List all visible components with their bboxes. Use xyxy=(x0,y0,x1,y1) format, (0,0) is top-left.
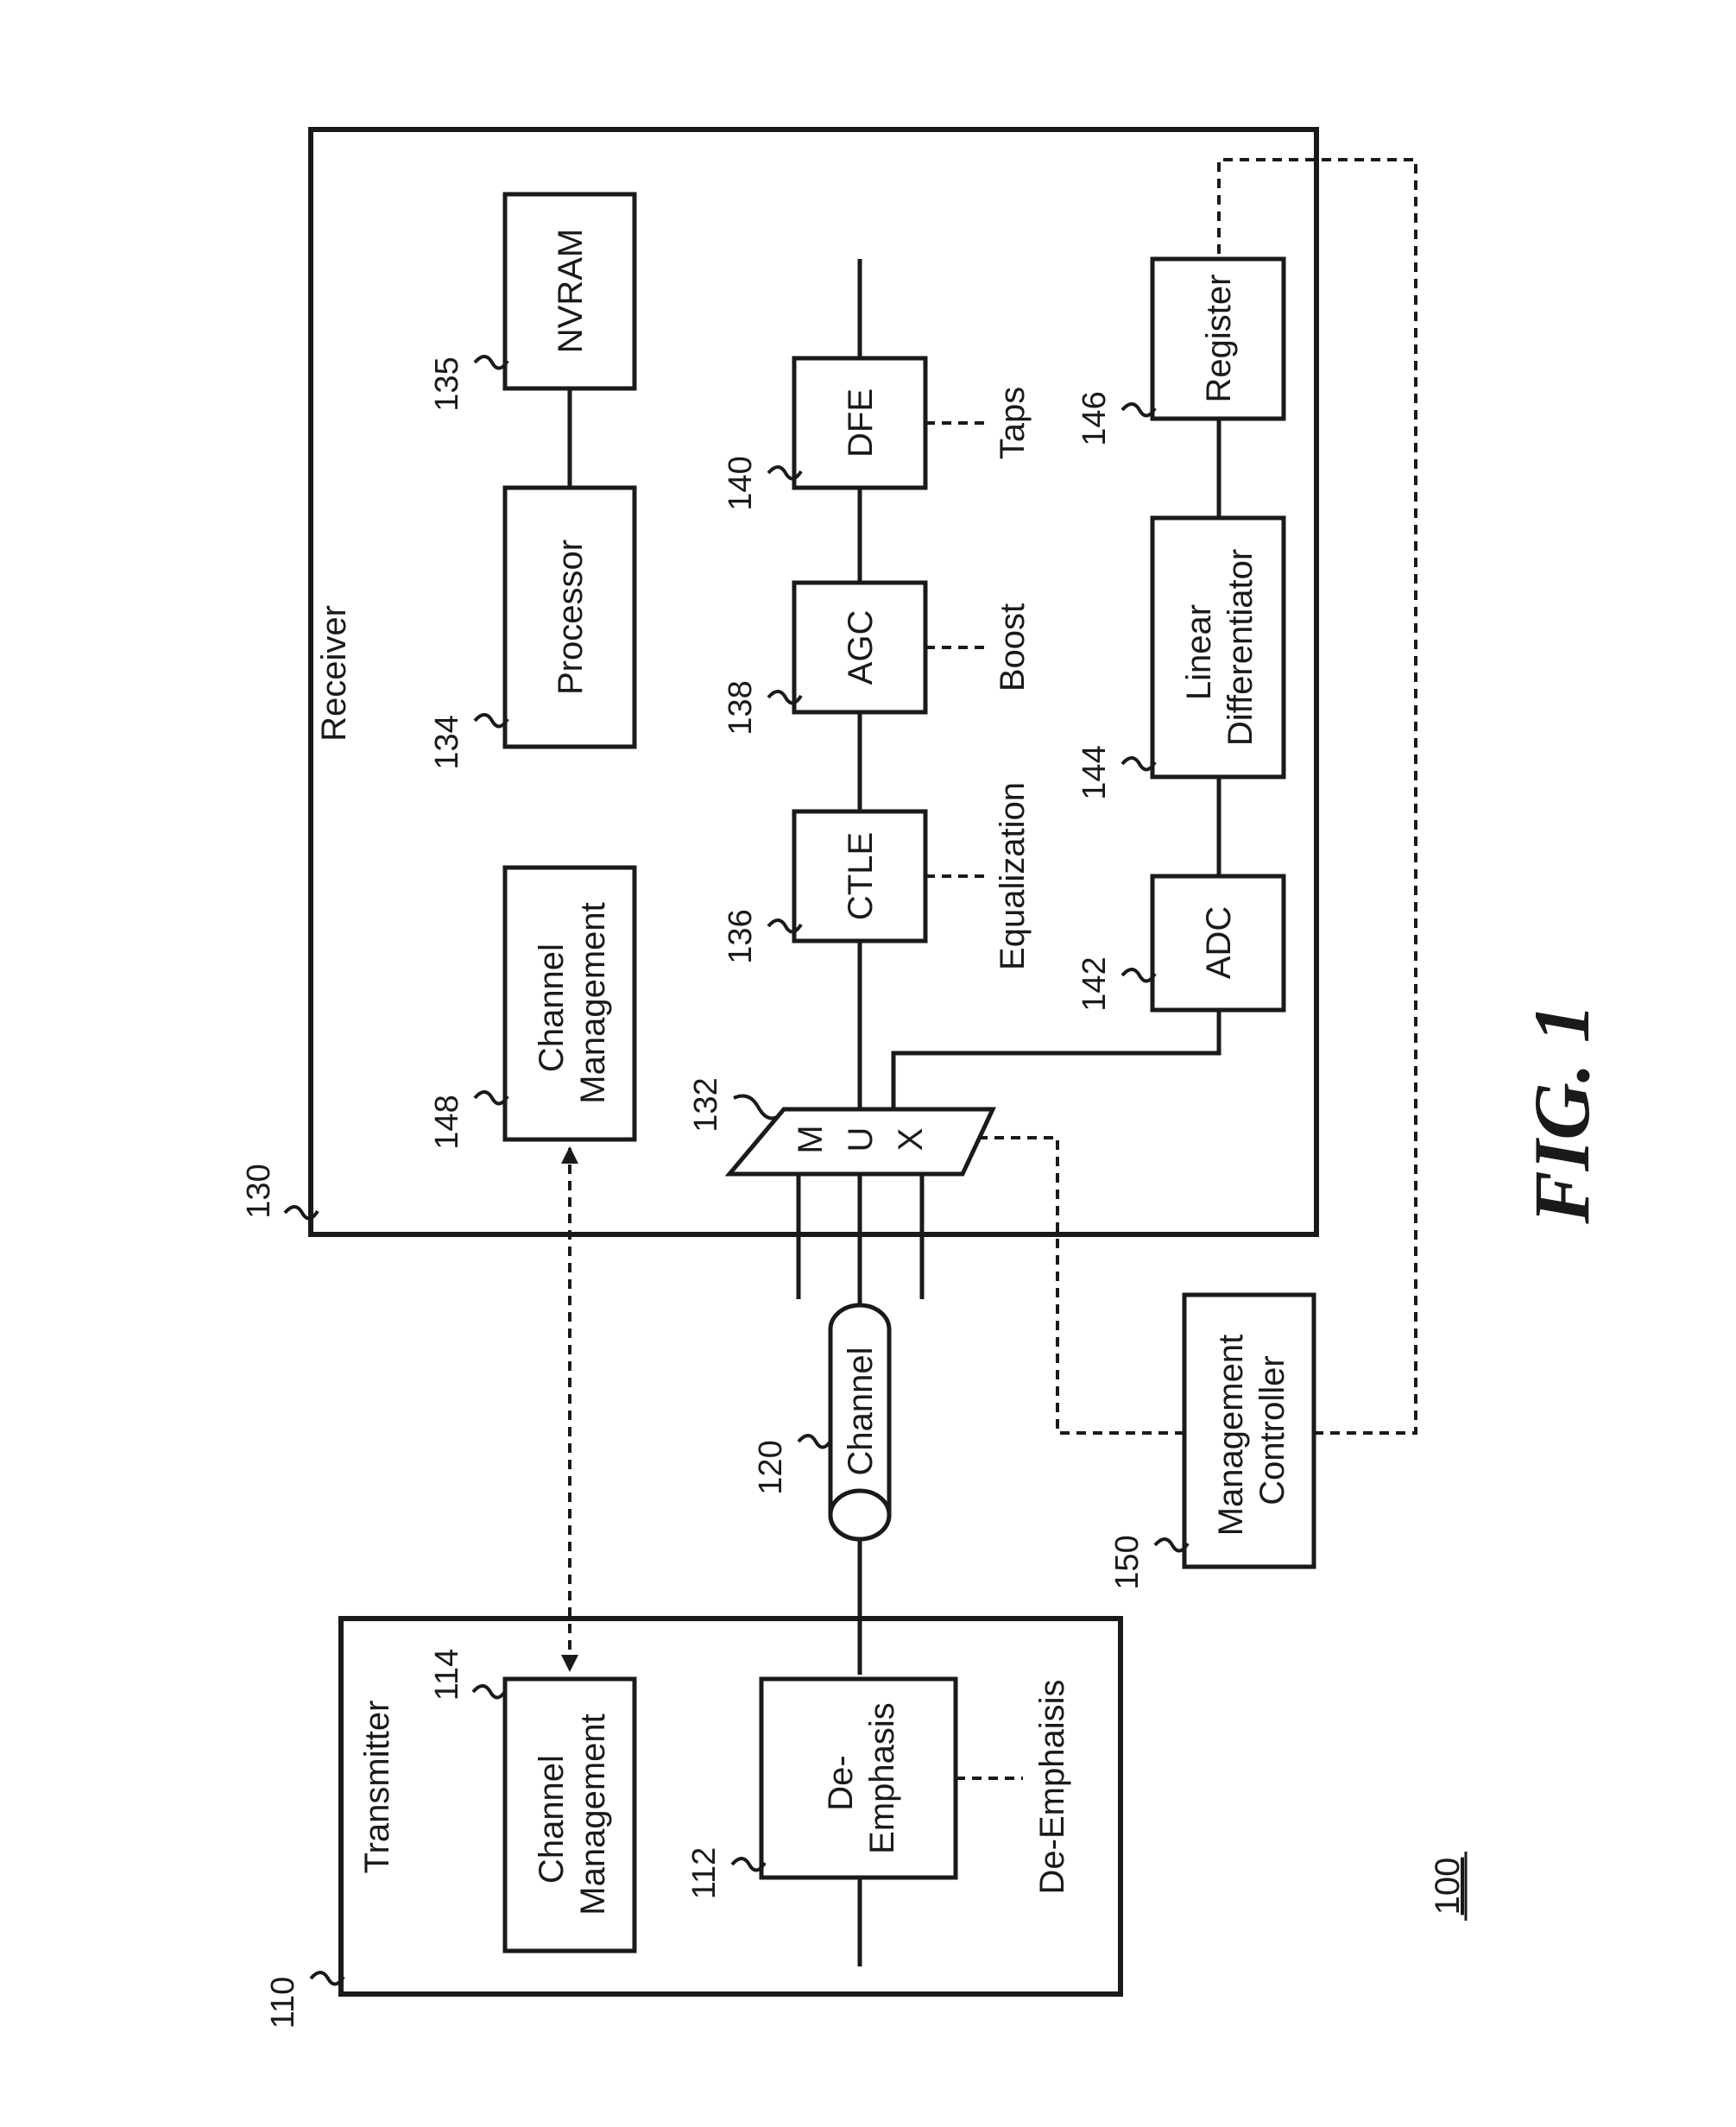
rx-channel-management-leader xyxy=(475,1092,508,1104)
adc-ref-leader xyxy=(1122,969,1155,981)
mux-letter-x: X xyxy=(892,1128,930,1152)
de-emphasis-ref: 112 xyxy=(686,1847,723,1900)
transmitter-ref: 110 xyxy=(265,1977,301,2029)
de-emphasis-control-label: De-Emphaisis xyxy=(1033,1680,1071,1895)
receiver-title: Receiver xyxy=(315,605,353,742)
agc-label: AGC xyxy=(842,610,880,685)
dfe-label: DFE xyxy=(842,388,880,458)
ctle-equalization-label: Equalization xyxy=(994,782,1032,970)
nvram-ref: 135 xyxy=(429,357,465,411)
rx-channel-management-ref: 148 xyxy=(429,1095,465,1149)
nvram-label: NVRAM xyxy=(552,229,590,353)
dfe-ref: 140 xyxy=(723,456,759,510)
transmitter-title: Transmitter xyxy=(358,1701,396,1874)
mux-adc-link xyxy=(893,1010,1219,1109)
ctle-label: CTLE xyxy=(842,832,880,920)
tx-channel-management-ref: 114 xyxy=(429,1649,465,1701)
figure-caption: FIG. 1 xyxy=(1518,1003,1606,1225)
controller-mux-link xyxy=(975,1138,1184,1433)
mux-ref: 132 xyxy=(688,1077,724,1132)
adc-label: ADC xyxy=(1200,906,1238,979)
register-label: Register xyxy=(1200,275,1238,403)
channel-ref: 120 xyxy=(753,1440,789,1494)
figure-ref: 100 xyxy=(1429,1858,1467,1916)
register-ref: 146 xyxy=(1076,391,1113,445)
receiver-ref: 130 xyxy=(241,1164,277,1218)
agc-boost-label: Boost xyxy=(994,603,1032,691)
processor-ref: 134 xyxy=(429,715,465,769)
register-ref-leader xyxy=(1122,404,1155,416)
ctle-ref: 136 xyxy=(723,909,759,963)
adc-ref: 142 xyxy=(1076,956,1113,1011)
dfe-taps-label: Taps xyxy=(994,387,1032,460)
linear-differentiator-leader xyxy=(1122,758,1155,770)
mux-ref-leader xyxy=(734,1096,777,1119)
mux-letter-u: U xyxy=(842,1127,880,1152)
tx-channel-management-leader xyxy=(473,1686,506,1698)
processor-ref-leader xyxy=(475,715,508,727)
mux-letter-m: M xyxy=(792,1125,830,1153)
processor-label: Processor xyxy=(552,540,590,695)
channel-cable-end xyxy=(830,1491,889,1539)
channel-label: Channel xyxy=(842,1347,880,1475)
agc-ref: 138 xyxy=(723,680,759,735)
management-controller-ref: 150 xyxy=(1109,1535,1146,1589)
nvram-ref-leader xyxy=(475,357,508,369)
linear-differentiator-ref: 144 xyxy=(1076,745,1113,799)
linear-differentiator-box xyxy=(1152,518,1284,777)
channel-ref-leader xyxy=(799,1436,831,1448)
